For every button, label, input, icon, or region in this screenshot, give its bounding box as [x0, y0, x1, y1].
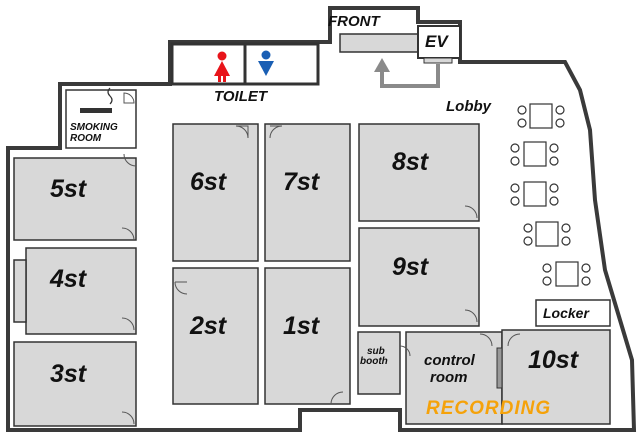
- front-desk: [339, 33, 419, 53]
- room-9st: [358, 227, 480, 327]
- room-8st: [358, 123, 480, 222]
- room-8st-label: 8st: [392, 148, 429, 176]
- control-room-label-2: room: [430, 369, 468, 386]
- room-4st-label: 4st: [50, 265, 87, 293]
- sub-booth-label-1: sub: [367, 346, 385, 357]
- room-10st: [501, 329, 611, 425]
- locker: [535, 299, 611, 327]
- sub-booth-label-2: booth: [360, 356, 388, 367]
- elevator-arrow-icon: [380, 64, 440, 88]
- room-2st-label: 2st: [190, 312, 227, 340]
- room-6st: [172, 123, 259, 262]
- room-2st: [172, 267, 259, 405]
- room-5st-label: 5st: [50, 175, 87, 203]
- room-1st-label: 1st: [283, 312, 320, 340]
- room-10st-label: 10st: [528, 346, 579, 374]
- ev-label: EV: [425, 32, 448, 51]
- control-room-label-1: control: [424, 352, 475, 369]
- room-7st-label: 7st: [283, 168, 320, 196]
- smoking-icon: [80, 87, 113, 113]
- male-toilet-icon: [258, 50, 274, 76]
- lobby-table-icon: [510, 103, 591, 287]
- lobby-label: Lobby: [446, 98, 491, 115]
- locker-label: Locker: [543, 305, 589, 321]
- toilet-label: TOILET: [214, 88, 268, 105]
- room-3st: [13, 341, 137, 427]
- smoking-label: SMOKING: [70, 122, 118, 133]
- room-1st: [264, 267, 351, 405]
- recording-label: RECORDING: [426, 398, 552, 419]
- room-control: [405, 331, 503, 425]
- room-5st: [13, 157, 137, 241]
- room-sub-booth: [357, 331, 401, 395]
- elevator-box: [417, 25, 461, 59]
- room-9st-label: 9st: [392, 253, 429, 281]
- room-3st-label: 3st: [50, 360, 87, 388]
- female-toilet-icon: [214, 51, 230, 82]
- smoking-room-label: ROOM: [70, 133, 102, 144]
- front-label: FRONT: [328, 13, 380, 30]
- room-7st: [264, 123, 351, 262]
- room-6st-label: 6st: [190, 168, 227, 196]
